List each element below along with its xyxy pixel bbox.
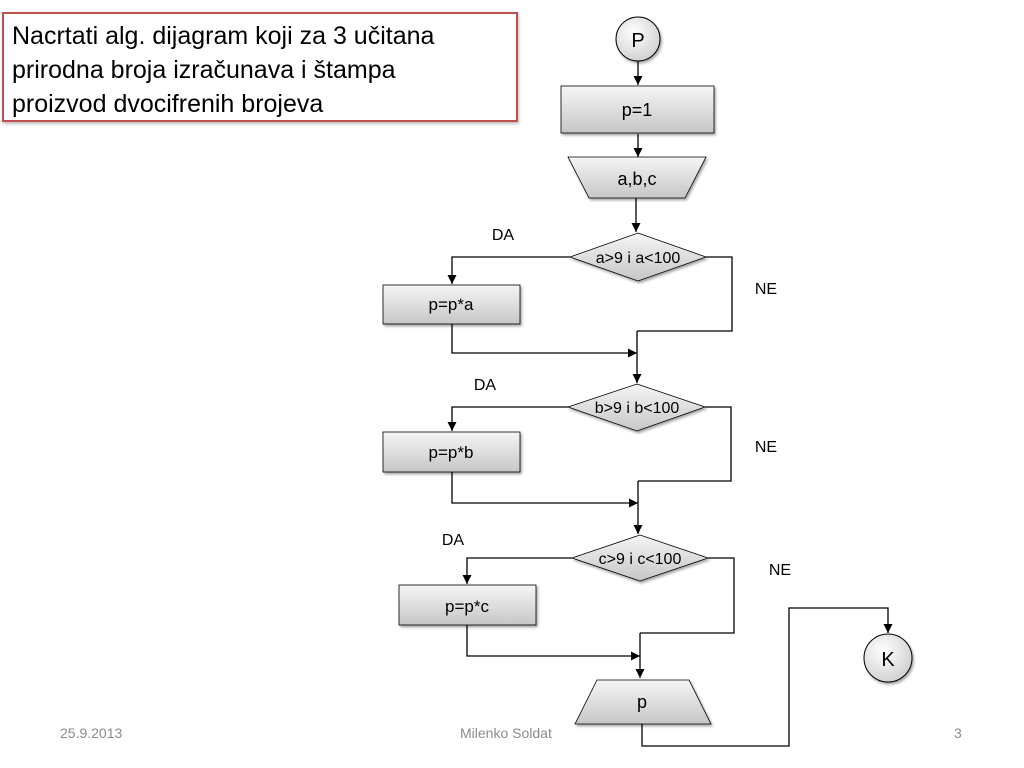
decision-c-condition: c>9 i c<100 xyxy=(599,551,682,568)
output-label: p xyxy=(637,692,647,712)
footer-author: Milenko Soldat xyxy=(460,725,552,741)
action-a: p=p*a xyxy=(382,284,521,325)
decision-c-no-label: NE xyxy=(769,562,791,579)
action-a-label: p=p*a xyxy=(429,295,474,314)
action-b-label: p=p*b xyxy=(429,443,474,462)
task-line-3: proizvod dvocifrenih brojeva xyxy=(12,90,324,118)
task-line-2: prirodna broja izračunava i štampa xyxy=(12,56,396,84)
start-node: P xyxy=(615,16,661,62)
arrow-action-a-merge xyxy=(451,324,637,358)
line-dec-b-no xyxy=(638,406,732,482)
arrow-action-c-merge xyxy=(466,625,640,661)
output-node: p xyxy=(574,679,712,725)
decision-a-condition: a>9 i a<100 xyxy=(596,250,681,267)
decision-b-yes-label: DA xyxy=(474,377,497,394)
arrow-action-b-merge xyxy=(451,472,638,508)
line-dec-a-no xyxy=(637,256,733,332)
connectors xyxy=(447,60,893,747)
decision-c: c>9 i c<100 xyxy=(570,534,710,582)
line-dec-c-no xyxy=(640,557,735,634)
arrow-dec-c-yes xyxy=(462,557,572,584)
init-process: p=1 xyxy=(560,85,715,134)
arrow-dec-b-yes xyxy=(447,406,568,431)
action-c: p=p*c xyxy=(398,584,537,626)
decision-a: a>9 i a<100 xyxy=(568,232,708,282)
init-label: p=1 xyxy=(622,100,653,120)
footer-page-number: 3 xyxy=(954,725,962,741)
action-c-label: p=p*c xyxy=(445,597,489,616)
footer-date: 25.9.2013 xyxy=(60,725,123,741)
decision-b: b>9 i b<100 xyxy=(566,383,707,432)
decision-a-yes-label: DA xyxy=(492,227,515,244)
decision-a-no-label: NE xyxy=(755,281,777,298)
task-description: Nacrtati alg. dijagram koji za 3 učitana… xyxy=(2,12,518,122)
input-label: a,b,c xyxy=(617,169,656,189)
end-label: K xyxy=(881,649,895,671)
decision-c-yes-label: DA xyxy=(442,532,465,549)
start-label: P xyxy=(631,30,644,52)
arrow-dec-a-yes xyxy=(447,256,570,284)
task-line-1: Nacrtati alg. dijagram koji za 3 učitana xyxy=(12,22,435,50)
input-node: a,b,c xyxy=(567,156,707,199)
end-node: K xyxy=(863,633,913,683)
decision-b-condition: b>9 i b<100 xyxy=(595,400,680,417)
arrow-output-end xyxy=(641,607,893,747)
decision-b-no-label: NE xyxy=(755,439,777,456)
action-b: p=p*b xyxy=(382,431,521,473)
